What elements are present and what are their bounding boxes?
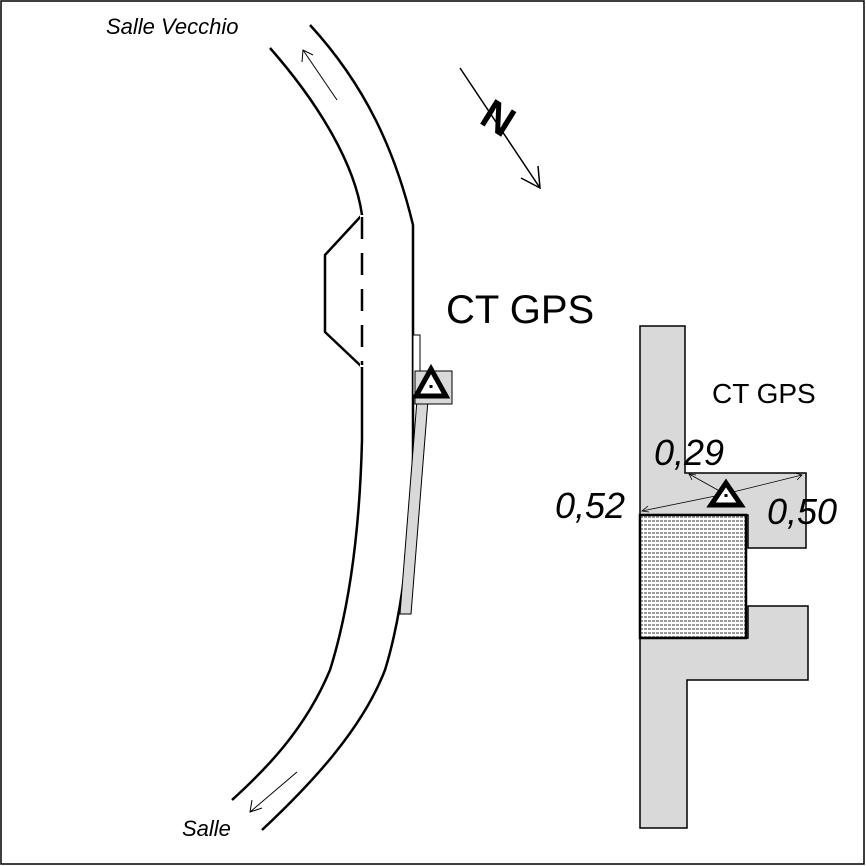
direction-arrow-south [249,771,298,813]
north-arrow-icon [459,67,541,190]
station-marker-icon [411,363,451,399]
direction-arrow-north [301,49,338,101]
inset-distance-right: 0,50 [767,491,837,532]
inset-wall-lower [639,605,809,829]
town-label-south: Salle [182,816,231,841]
inset-distance-top: 0,29 [654,432,724,473]
road-left-edge [231,47,364,801]
inset-distance-left: 0,52 [555,485,625,526]
inset-detail [638,325,809,829]
inset-title: CT GPS [712,378,816,409]
road-lay-by [323,214,364,368]
town-label-north: Salle Vecchio [106,14,238,39]
station-label: CT GPS [446,288,594,332]
inset-station-marker-icon [706,478,746,508]
road [231,24,415,831]
inset-hatched-block [638,513,748,640]
